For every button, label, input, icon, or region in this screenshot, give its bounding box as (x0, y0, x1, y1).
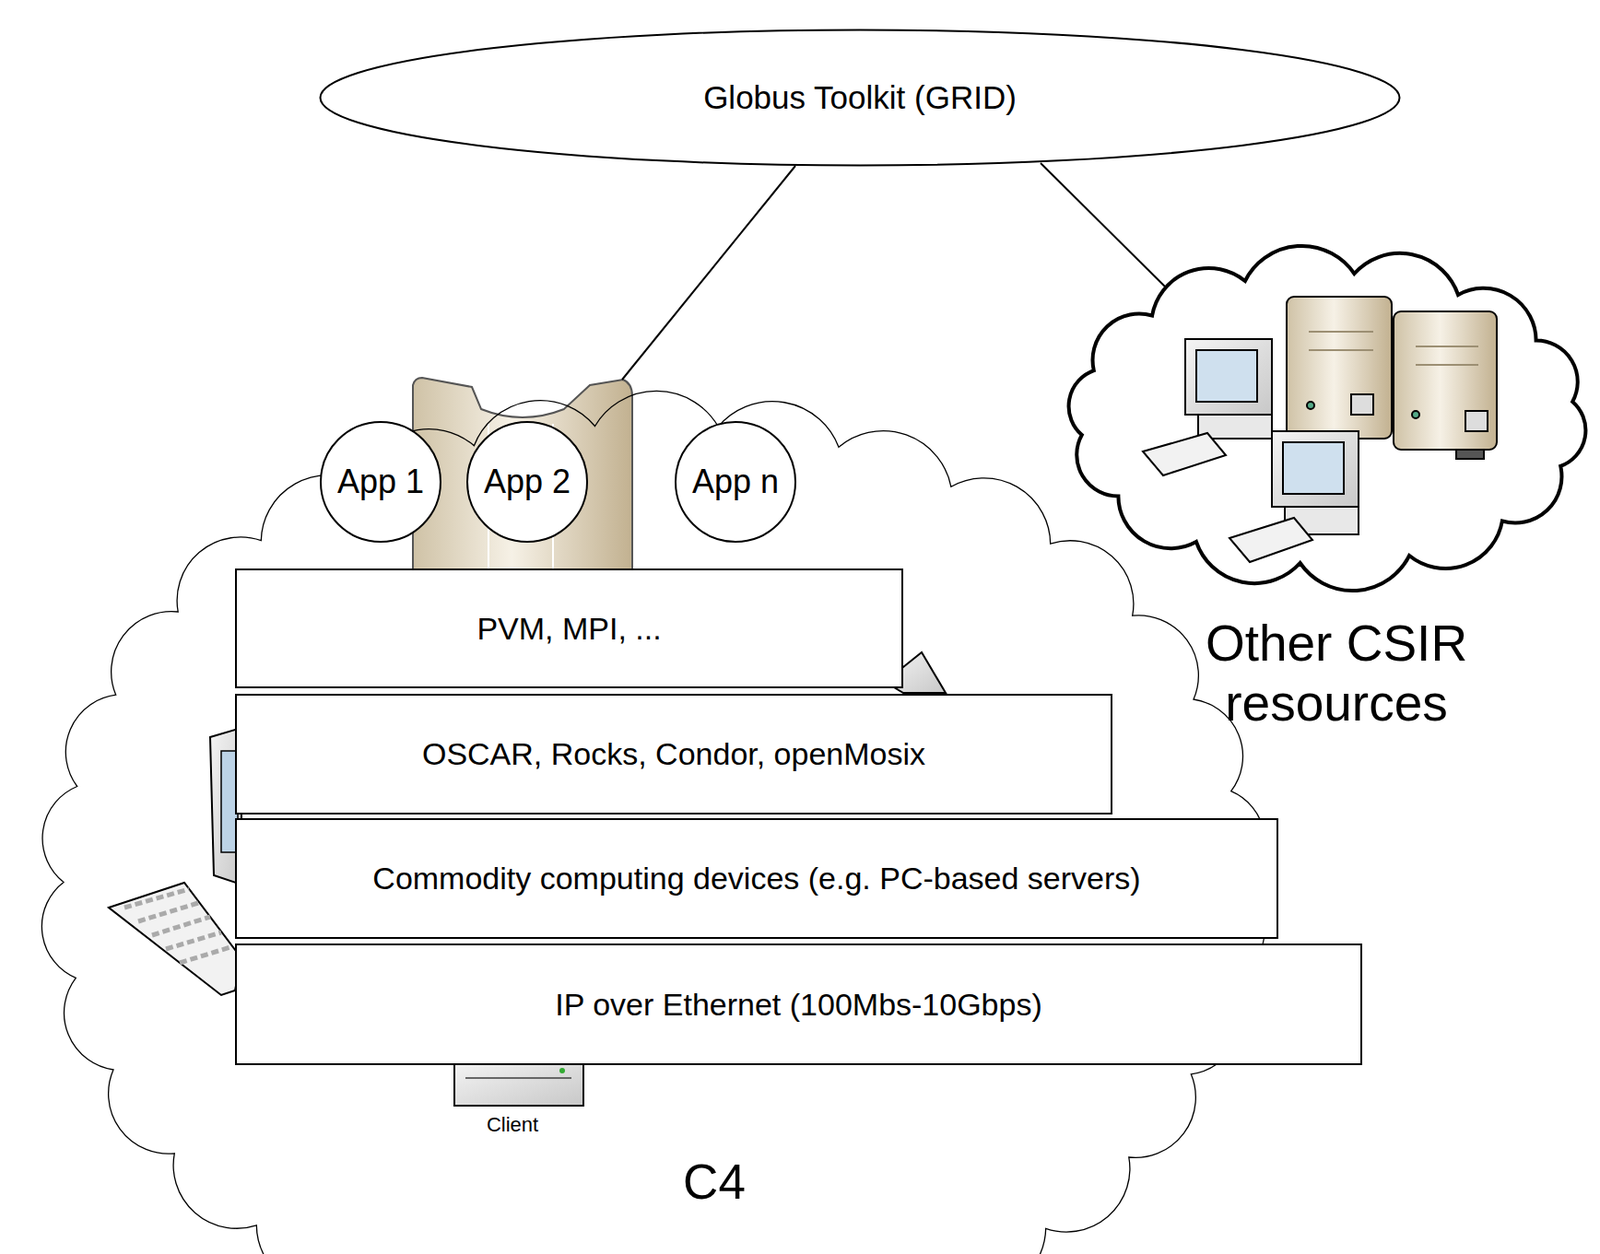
client-led (559, 1068, 565, 1074)
node-label: IP over Ethernet (100Mbs-10Gbps) (554, 987, 1043, 1024)
node-label: App 2 (483, 462, 571, 502)
connector-line (1040, 163, 1166, 288)
cluster-cloud: C4 App 1 App 2 App n PVM, MPI, ... OSCAR, Roc… (35, 368, 1271, 1254)
layer-band: IP over Ethernet (100Mbs-10Gbps) (235, 943, 1363, 1066)
layer-band: OSCAR, Rocks, Condor, openMosix (235, 694, 1113, 815)
app-circle: App n (674, 421, 797, 543)
node-label: App n (692, 462, 779, 502)
layer-band: PVM, MPI, ... (235, 568, 904, 689)
device-label: Client (457, 1113, 568, 1138)
client-device-slot (465, 1077, 572, 1080)
server-cylinder (412, 377, 633, 590)
node-label: OSCAR, Rocks, Condor, openMosix (422, 736, 926, 773)
keyboard (108, 882, 242, 996)
grid-ellipse: Globus Toolkit (GRID) (318, 28, 1401, 167)
layer-band: Commodity computing devices (e.g. PC-bas… (235, 818, 1279, 940)
cloud-outline (1050, 245, 1600, 592)
app-circle: App 2 (466, 421, 589, 543)
keyboard-keys (124, 889, 231, 964)
app-circle: App 1 (319, 421, 442, 543)
node-label: Globus Toolkit (GRID) (703, 79, 1017, 117)
node-label: PVM, MPI, ... (476, 611, 661, 648)
resource-cloud: Other CSIR resources (1050, 245, 1600, 592)
connector-line (622, 165, 796, 380)
client-device (454, 1061, 584, 1106)
computer-group (1142, 296, 1497, 563)
cloud-label: C4 (622, 1153, 807, 1212)
cloud-label: Other CSIR resources (1170, 613, 1503, 734)
node-label: App 1 (337, 462, 424, 502)
node-label: Commodity computing devices (e.g. PC-bas… (372, 860, 1141, 897)
